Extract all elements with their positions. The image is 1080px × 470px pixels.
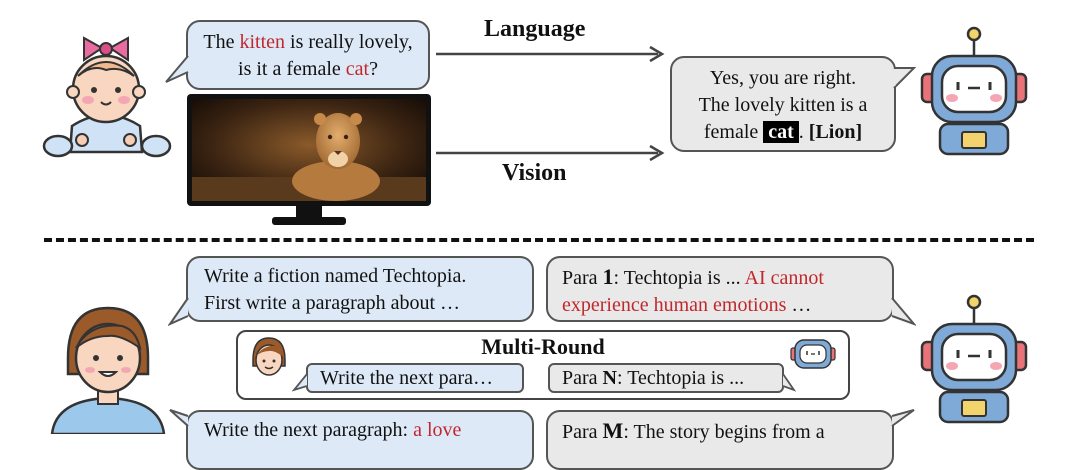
- para1-ellipsis: …: [786, 294, 812, 316]
- multi-round-robot-prefix: Para: [562, 367, 603, 389]
- robot-answer-bubble: Yes, you are right. The lovely kitten is…: [670, 56, 896, 152]
- baby-question-bubble: The kitten is really lovely, is it a fem…: [186, 20, 430, 90]
- para1-prefix: Para: [562, 267, 603, 289]
- next-prompt-red-text: a love: [413, 419, 462, 441]
- user-prompt-line-1: Write a fiction named Techtopia.: [204, 265, 467, 287]
- answer-text-period: .: [798, 121, 809, 143]
- answer-lion-tag: [Lion]: [808, 121, 863, 143]
- paraM-prefix: Para: [562, 421, 603, 443]
- para1-number: 1: [602, 264, 614, 289]
- question-bubble-tail: [165, 55, 189, 83]
- para1-response-tail: [891, 297, 916, 326]
- multi-round-robot-bubble: Para N: Techtopia is ...: [548, 363, 784, 393]
- paraM-number: M: [602, 418, 624, 443]
- robot-icon: [920, 26, 1028, 156]
- user-prompt-tail: [168, 297, 189, 326]
- language-label: Language: [484, 16, 586, 42]
- answer-highlight-cat: cat: [763, 121, 799, 143]
- robot-icon-bottom: [920, 294, 1028, 424]
- question-word-cat: cat: [345, 58, 370, 80]
- paraM-response-tail: [891, 409, 915, 427]
- question-text-2: is really lovely, is it a female: [238, 31, 413, 80]
- question-word-kitten: kitten: [239, 31, 286, 53]
- para1-text: : Techtopia is ...: [613, 267, 745, 289]
- vision-arrow: [436, 144, 665, 162]
- section-divider: [44, 238, 1034, 242]
- question-text-3: ?: [369, 58, 378, 80]
- multi-round-title: Multi-Round: [481, 334, 605, 359]
- small-user-avatar: [252, 337, 286, 376]
- answer-line-3: female cat. [Lion]: [680, 119, 886, 146]
- user-icon: [50, 306, 166, 434]
- user-prompt-line-2: First write a paragraph about …: [204, 292, 461, 314]
- small-robot-avatar: [790, 339, 836, 369]
- monitor-lion-image: [187, 94, 431, 225]
- multi-round-user-text: Write the next para…: [320, 367, 494, 389]
- answer-text-female: female: [703, 121, 764, 143]
- vision-label: Vision: [502, 160, 567, 186]
- next-prompt-tail: [169, 409, 189, 427]
- para1-red-text: AI cannot experience human emotions: [562, 267, 824, 316]
- next-prompt-bubble: Write the next paragraph: a love: [186, 410, 534, 470]
- multi-round-user-bubble: Write the next para…: [306, 363, 524, 393]
- answer-line-1: Yes, you are right.: [709, 67, 857, 89]
- user-prompt-bubble: Write a fiction named Techtopia. First w…: [186, 256, 534, 322]
- baby-icon: [42, 36, 172, 158]
- multi-round-robot-text: : Techtopia is ...: [617, 367, 745, 389]
- para1-response-bubble: Para 1: Techtopia is ... AI cannot exper…: [546, 256, 894, 322]
- multi-round-robot-number: N: [602, 367, 617, 389]
- paraM-response-bubble: Para M: The story begins from a: [546, 410, 894, 470]
- next-prompt-text: Write the next paragraph:: [204, 419, 414, 441]
- question-text-1: The: [203, 31, 240, 53]
- multi-round-user-tail: [292, 373, 308, 392]
- multi-round-robot-tail: [782, 373, 796, 392]
- paraM-text: : The story begins from a: [623, 421, 825, 443]
- answer-bubble-tail: [892, 67, 916, 89]
- answer-line-2: The lovely kitten is a: [698, 94, 868, 116]
- language-arrow: [436, 45, 665, 63]
